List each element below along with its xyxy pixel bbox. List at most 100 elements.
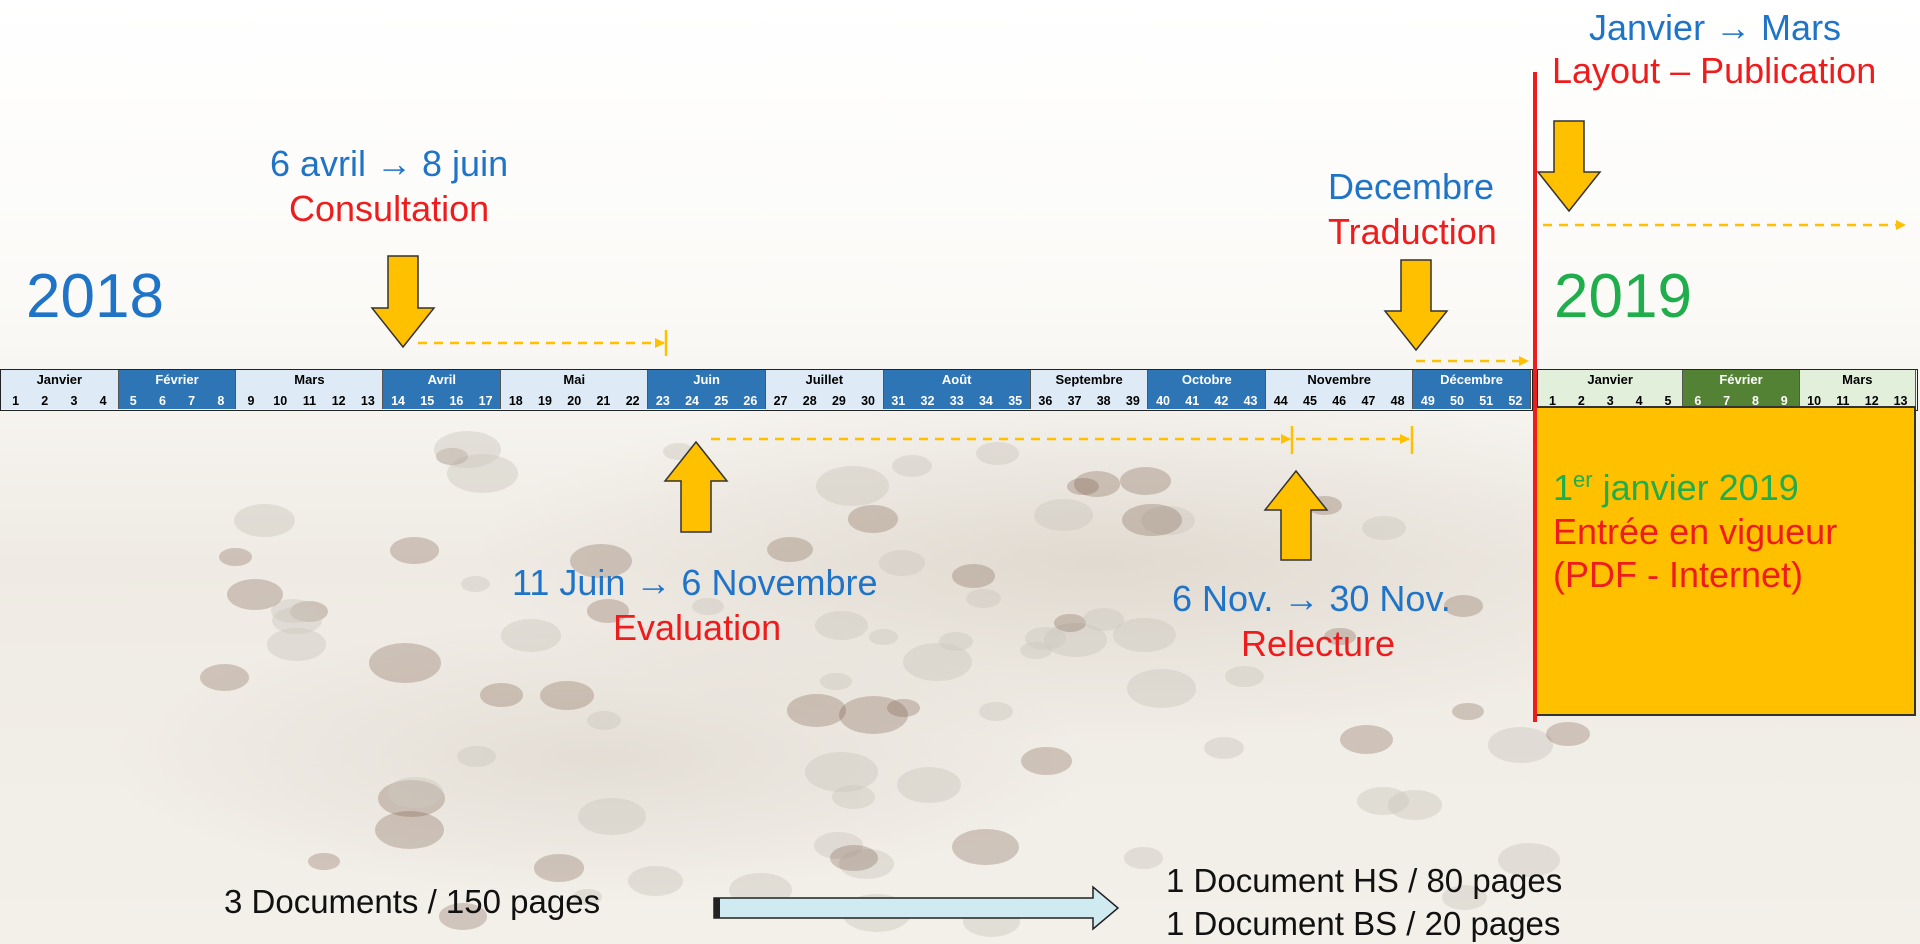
week-number: 2 xyxy=(41,394,49,408)
week-number: 47 xyxy=(1361,394,1376,408)
sheep-shape xyxy=(1441,885,1488,911)
sheep-shape xyxy=(289,600,329,622)
sheep-shape xyxy=(979,702,1013,721)
week-number: 28 xyxy=(802,394,817,408)
sheep-shape xyxy=(1054,614,1087,633)
year-2019-label: 2019 xyxy=(1554,262,1692,331)
sheep-shape xyxy=(692,598,725,616)
week-number: 11 xyxy=(302,394,317,408)
sheep-shape xyxy=(1025,627,1067,650)
entry-into-force-box: 1er janvier 2019 Entrée en vigueur (PDF … xyxy=(1535,406,1916,716)
week-number: 40 xyxy=(1156,394,1170,408)
sheep-shape xyxy=(1340,724,1394,754)
sheep-shape xyxy=(436,447,468,466)
sheep-shape xyxy=(539,680,594,711)
sheep-shape xyxy=(886,699,920,718)
sheep-shape xyxy=(480,683,523,707)
month-name: Novembre xyxy=(1307,372,1371,387)
sheep-shape xyxy=(1124,847,1163,869)
sheep-shape xyxy=(1067,477,1100,496)
publication-arrow xyxy=(1536,120,1602,213)
traduction-arrow xyxy=(1383,259,1449,352)
week-number: 12 xyxy=(1864,394,1879,408)
month-name: Mars xyxy=(1842,372,1873,387)
sheep-shape xyxy=(1120,466,1172,495)
sheep-shape xyxy=(460,575,491,593)
week-number: 4 xyxy=(1635,394,1643,408)
sheep-shape xyxy=(457,745,497,767)
sheep-shape xyxy=(869,629,898,645)
sheep-shape xyxy=(965,588,1001,608)
week-number: 29 xyxy=(831,394,846,408)
sheep-shape xyxy=(369,643,442,683)
sheep-shape xyxy=(838,848,894,879)
week-number: 18 xyxy=(508,394,523,408)
month-name: Mai xyxy=(563,372,586,387)
week-number: 41 xyxy=(1185,394,1200,408)
sheep-shape xyxy=(1140,505,1195,536)
evaluation-label: Evaluation xyxy=(613,607,782,648)
sheep-shape xyxy=(878,550,926,576)
sheep-shape xyxy=(805,751,878,792)
week-number: 49 xyxy=(1420,394,1435,408)
week-number: 26 xyxy=(743,394,758,408)
week-number: 24 xyxy=(685,394,699,408)
month-name: Mars xyxy=(294,372,325,387)
sheep-shape xyxy=(266,627,327,661)
traduction-label: Traduction xyxy=(1328,211,1497,252)
sheep-shape xyxy=(218,547,253,567)
week-number: 30 xyxy=(861,394,876,408)
relecture-dates: 6 Nov. → 30 Nov. xyxy=(1172,578,1451,619)
month-name: Septembre xyxy=(1055,372,1123,387)
month-name: Décembre xyxy=(1440,372,1504,387)
sheep-shape xyxy=(951,828,1019,866)
sheep-shape xyxy=(939,632,973,651)
sheep-shape xyxy=(234,504,295,538)
week-number: 17 xyxy=(478,394,493,408)
traduction-dates: Decembre xyxy=(1328,166,1495,207)
sheep-shape xyxy=(586,599,630,623)
week-number: 35 xyxy=(1008,394,1023,408)
sheep-shape xyxy=(272,607,322,635)
documents-after-bs: 1 Document BS / 20 pages xyxy=(1166,905,1561,942)
sheep-shape xyxy=(569,543,632,578)
week-number: 20 xyxy=(567,394,582,408)
consultation-arrow xyxy=(370,255,436,349)
week-number: 6 xyxy=(1694,394,1702,408)
year-divider-line xyxy=(1533,72,1537,722)
week-number: 7 xyxy=(1723,394,1731,408)
month-name: Février xyxy=(155,372,199,387)
sheep-shape xyxy=(814,832,864,860)
sheep-shape xyxy=(501,618,561,652)
sheep-shape xyxy=(1122,503,1182,537)
month-name: Octobre xyxy=(1181,372,1232,387)
sheep-shape xyxy=(1033,498,1094,532)
entry-label: Entrée en vigueur xyxy=(1553,511,1838,552)
month-name: Avril xyxy=(427,372,457,387)
week-number: 48 xyxy=(1390,394,1405,408)
sheep-shape xyxy=(820,673,853,691)
week-number: 8 xyxy=(217,394,225,408)
sheep-shape xyxy=(434,431,501,469)
conversion-arrow xyxy=(713,885,1120,931)
week-number: 46 xyxy=(1332,394,1347,408)
week-number: 2 xyxy=(1577,394,1585,408)
sheep-shape xyxy=(534,854,584,882)
week-number: 10 xyxy=(273,394,288,408)
sheep-shape xyxy=(1362,515,1407,540)
sheep-shape xyxy=(387,777,443,808)
week-number: 39 xyxy=(1125,394,1140,408)
sheep-shape xyxy=(896,767,961,803)
week-number: 36 xyxy=(1038,394,1053,408)
sheep-shape xyxy=(1387,790,1442,821)
week-number: 50 xyxy=(1450,394,1464,408)
month-name: Juin xyxy=(693,372,720,387)
